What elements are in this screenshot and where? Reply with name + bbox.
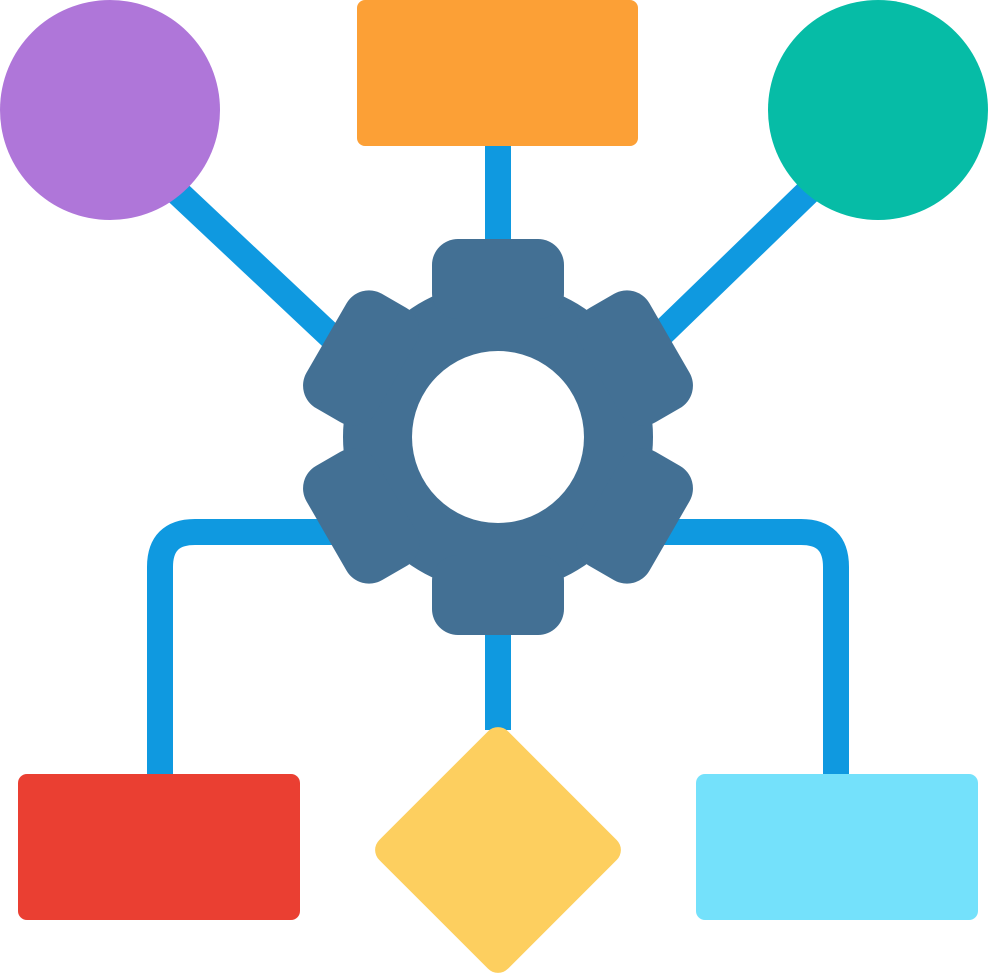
gear-teeth xyxy=(303,239,693,635)
bottom-right-rectangle-node xyxy=(696,774,978,920)
gear-tooth xyxy=(303,290,420,426)
connector-top-left xyxy=(166,180,349,355)
connector-bottom-right xyxy=(656,519,849,790)
connector-top-right xyxy=(640,180,820,355)
connectors xyxy=(147,140,849,790)
top-right-circle-node xyxy=(768,0,988,220)
top-left-circle-node xyxy=(0,0,220,220)
gear-tooth xyxy=(576,448,693,584)
gear-tooth xyxy=(432,239,564,319)
gear-hole xyxy=(412,351,584,523)
gear-icon xyxy=(303,239,693,635)
gear-tooth xyxy=(576,290,693,426)
bottom-center-diamond-node xyxy=(375,727,621,973)
gear-tooth xyxy=(432,555,564,635)
top-center-rectangle-node xyxy=(357,0,638,146)
gear-tooth xyxy=(303,448,420,584)
connector-bottom-left xyxy=(147,519,340,790)
bottom-left-rectangle-node xyxy=(18,774,300,920)
